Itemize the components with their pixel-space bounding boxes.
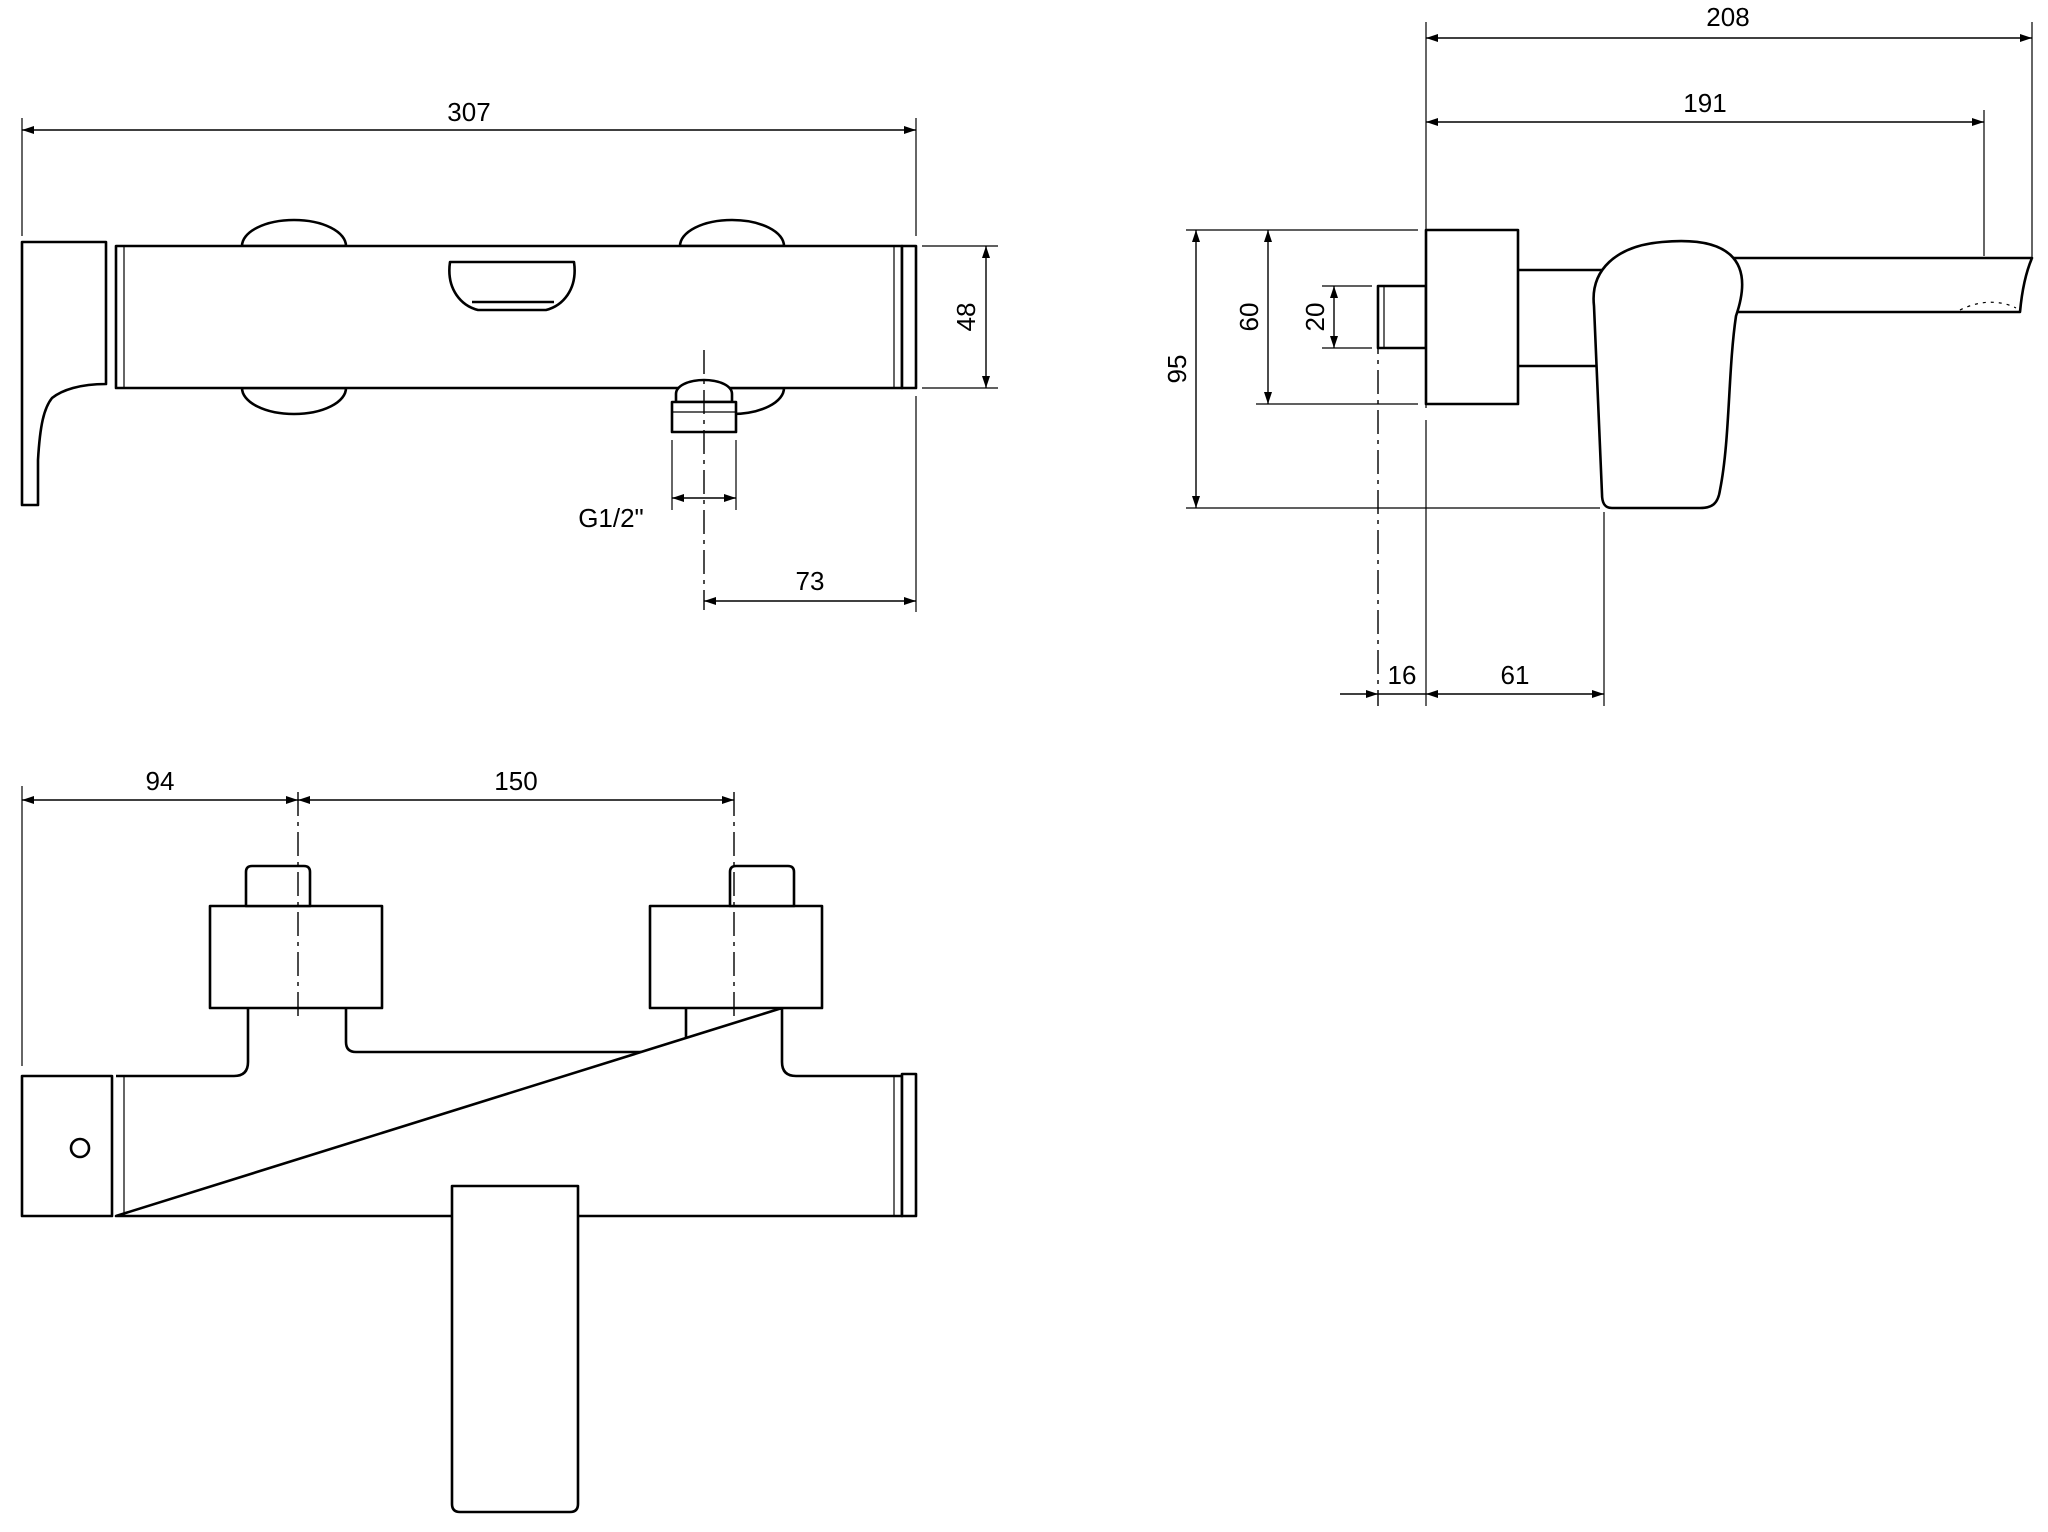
side-spout (1688, 256, 2034, 314)
front-upper-left-eccentric (240, 218, 348, 248)
top-thermostatic-knob (900, 1072, 918, 1218)
top-right-inlet-stem (728, 864, 796, 908)
total-height-label: 95 (1162, 355, 1192, 384)
spout-projection-label: 208 (1706, 2, 1749, 32)
front-thermostatic-knob (900, 244, 918, 390)
top-bridge-pipe (344, 1008, 688, 1054)
top-left-eccentric-nut (208, 904, 384, 1010)
top-lever-indicator (69, 1137, 91, 1159)
front-lower-left-eccentric (240, 386, 348, 416)
front-mixer-lever (20, 240, 108, 507)
front-view: 307 48 G1/2" 73 (20, 97, 998, 612)
spout-reach-label: 191 (1683, 88, 1726, 118)
top-spout (450, 1184, 580, 1514)
inlet-depth-label: 16 (1388, 660, 1417, 690)
inlet-size-label: 20 (1300, 303, 1330, 332)
outlet-thread-label: G1/2" (578, 503, 644, 533)
side-mixer-handle (1592, 239, 1744, 510)
top-view: 94 150 (20, 766, 918, 1514)
outlet-offset-label: 73 (796, 566, 825, 596)
top-left-inlet-stem (244, 864, 312, 908)
overall-width-label: 307 (447, 97, 490, 127)
inlet-spacing-label: 150 (494, 766, 537, 796)
side-body-neck (1518, 268, 1616, 368)
body-height-label: 48 (951, 303, 981, 332)
side-view: 208 191 95 60 20 16 61 (1162, 2, 2034, 706)
side-offset-label: 94 (146, 766, 175, 796)
front-spout-outlet (448, 260, 576, 312)
side-wall-flange (1424, 228, 1520, 406)
side-inlet-pipe (1376, 284, 1428, 350)
top-lever-cap (20, 1074, 114, 1218)
mount-height-label: 60 (1234, 303, 1264, 332)
handle-offset-label: 61 (1501, 660, 1530, 690)
top-right-eccentric-nut (648, 904, 824, 1010)
front-upper-right-eccentric (678, 218, 786, 248)
